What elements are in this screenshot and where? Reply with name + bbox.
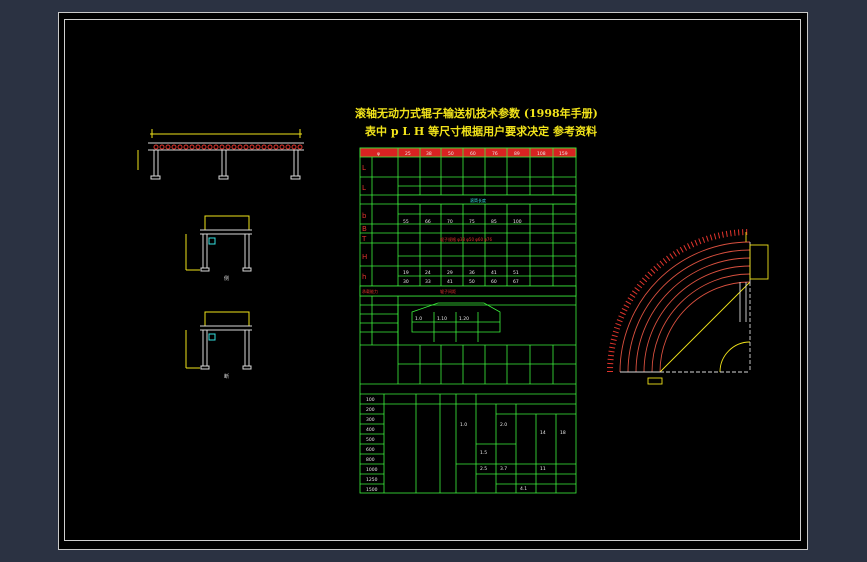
length-cell: 200 [366,407,375,413]
length-cell: 300 [366,417,375,423]
section-label: 辊子间距 [440,288,456,294]
length-cell: 1500 [366,487,378,493]
drawing-sheet: 滚轴无动力式辊子输送机技术参数 (1998年手册) 表中 p L H 等尺寸根据… [58,12,808,550]
row-label: L [362,184,366,192]
table-text: φ 25 38 50 60 76 89 108 159 L L b B T H … [361,151,568,493]
header-cell: 60 [470,151,476,157]
height-cell: 33 [425,279,431,285]
row-label: b [362,212,367,220]
drawing-frame [64,19,801,541]
section-label: 滚筒长度 [470,197,486,203]
height-cell: 19 [403,270,409,276]
height-cell: 67 [513,279,519,285]
drawing-title: 滚轴无动力式辊子输送机技术参数 (1998年手册) [355,107,598,120]
height-cell: 29 [447,270,453,276]
length-table-cell: 4.1 [520,486,527,492]
length-table-cell: 1.0 [460,422,467,428]
length-cell: 100 [366,397,375,403]
conveyor-section-view-1: 侧 [185,215,252,282]
length-table-cell: 1.5 [480,450,487,456]
row-label: L [362,164,366,172]
header-cell: 38 [426,151,432,157]
length-table-cell: 18 [560,430,566,436]
curved-conveyor-plan [607,229,769,385]
section-view-label: 断 [224,373,229,380]
section-label: 承载能力 [362,288,378,294]
header-cell: φ [377,152,380,157]
length-cell: 800 [366,457,375,463]
length-cell: 600 [366,447,375,453]
header-cell: 50 [448,151,454,157]
row-label: h [362,273,366,281]
roller-row [153,144,303,150]
length-cell: 500 [366,437,375,443]
pitch-cell: 75 [469,219,475,225]
height-cell: 24 [425,270,431,276]
capacity-cell: 1.20 [459,316,469,322]
height-cell: 41 [491,270,497,276]
length-cell: 1000 [366,467,378,473]
header-cell: 76 [492,151,498,157]
length-cell: 1250 [366,477,378,483]
conveyor-side-view [137,129,304,180]
header-cell: 108 [537,151,546,157]
side-view-label: 侧 [224,275,229,282]
height-cell: 60 [491,279,497,285]
conveyor-section-view-2: 断 [185,311,252,380]
pitch-cell: 70 [447,219,453,225]
height-cell: 50 [469,279,475,285]
capacity-cell: 1.10 [437,316,447,322]
height-cell: 51 [513,270,519,276]
header-cell: 25 [405,151,411,157]
length-table-cell: 3.7 [500,466,507,472]
capacity-cell: 1.0 [415,316,422,322]
height-cell: 30 [403,279,409,285]
height-cell: 41 [447,279,453,285]
length-table-cell: 14 [540,430,546,436]
header-cell: 89 [514,151,520,157]
pitch-cell: 66 [425,219,431,225]
section-label: 辊子规格 φ38 φ50 φ60 φ76 [440,236,492,242]
parameter-table [359,147,577,494]
length-table-cell: 2.0 [500,422,507,428]
row-label: H [362,253,367,261]
pitch-cell: 100 [513,219,522,225]
pitch-cell: 55 [403,219,409,225]
row-label: T [361,235,367,243]
length-cell: 400 [366,427,375,433]
drawing-subtitle: 表中 p L H 等尺寸根据用户要求决定 参考资料 [365,125,597,138]
row-label: B [362,225,367,233]
height-cell: 36 [469,270,475,276]
length-table-cell: 2.5 [480,466,487,472]
pitch-cell: 85 [491,219,497,225]
length-table-cell: 11 [540,466,546,472]
header-cell: 159 [559,151,568,157]
